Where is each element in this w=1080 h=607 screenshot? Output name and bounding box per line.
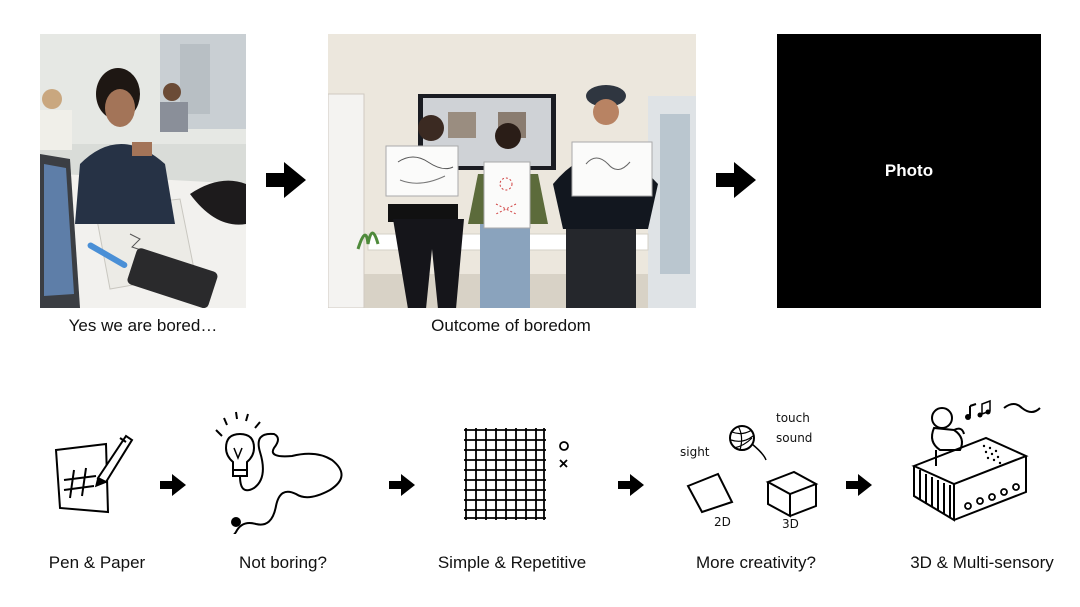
- photo-classroom-caption: Yes we are bored…: [68, 316, 218, 335]
- arrow-right-icon: [266, 162, 306, 198]
- lightbulb-winding-path-icon: [215, 411, 343, 534]
- photo-classroom: [40, 34, 246, 308]
- multisensory-device-icon: [911, 399, 1041, 522]
- arrow-right-icon: [389, 474, 415, 496]
- photo-outcome-caption: Outcome of boredom: [431, 316, 591, 335]
- arrow-right-icon: [846, 474, 872, 496]
- sketch-text-touch: touch: [776, 411, 810, 425]
- pen-paper-icon: [54, 434, 134, 514]
- arrow-right-icon: [618, 474, 644, 496]
- grid-icon: [464, 428, 569, 520]
- photo-placeholder-label: Photo: [884, 161, 934, 180]
- sketch-text-3d: 3D: [782, 517, 799, 531]
- label-3d-multisensory: 3D & Multi-sensory: [910, 553, 1054, 572]
- label-simple-repetitive: Simple & Repetitive: [437, 553, 587, 572]
- sketch-text-sound: sound: [776, 431, 812, 445]
- creativity-sketch-icon: sight touch sound 2D 3D: [680, 411, 819, 531]
- sketch-text-2d: 2D: [714, 515, 731, 529]
- label-more-creativity: More creativity?: [696, 553, 816, 572]
- label-pen-paper: Pen & Paper: [48, 553, 146, 572]
- photo-placeholder: Photo: [777, 34, 1041, 308]
- arrow-right-icon: [160, 474, 186, 496]
- arrow-right-icon: [716, 162, 756, 198]
- photo-outcome: [328, 34, 696, 308]
- label-not-boring: Not boring?: [239, 553, 327, 572]
- sketch-text-sight: sight: [680, 445, 710, 459]
